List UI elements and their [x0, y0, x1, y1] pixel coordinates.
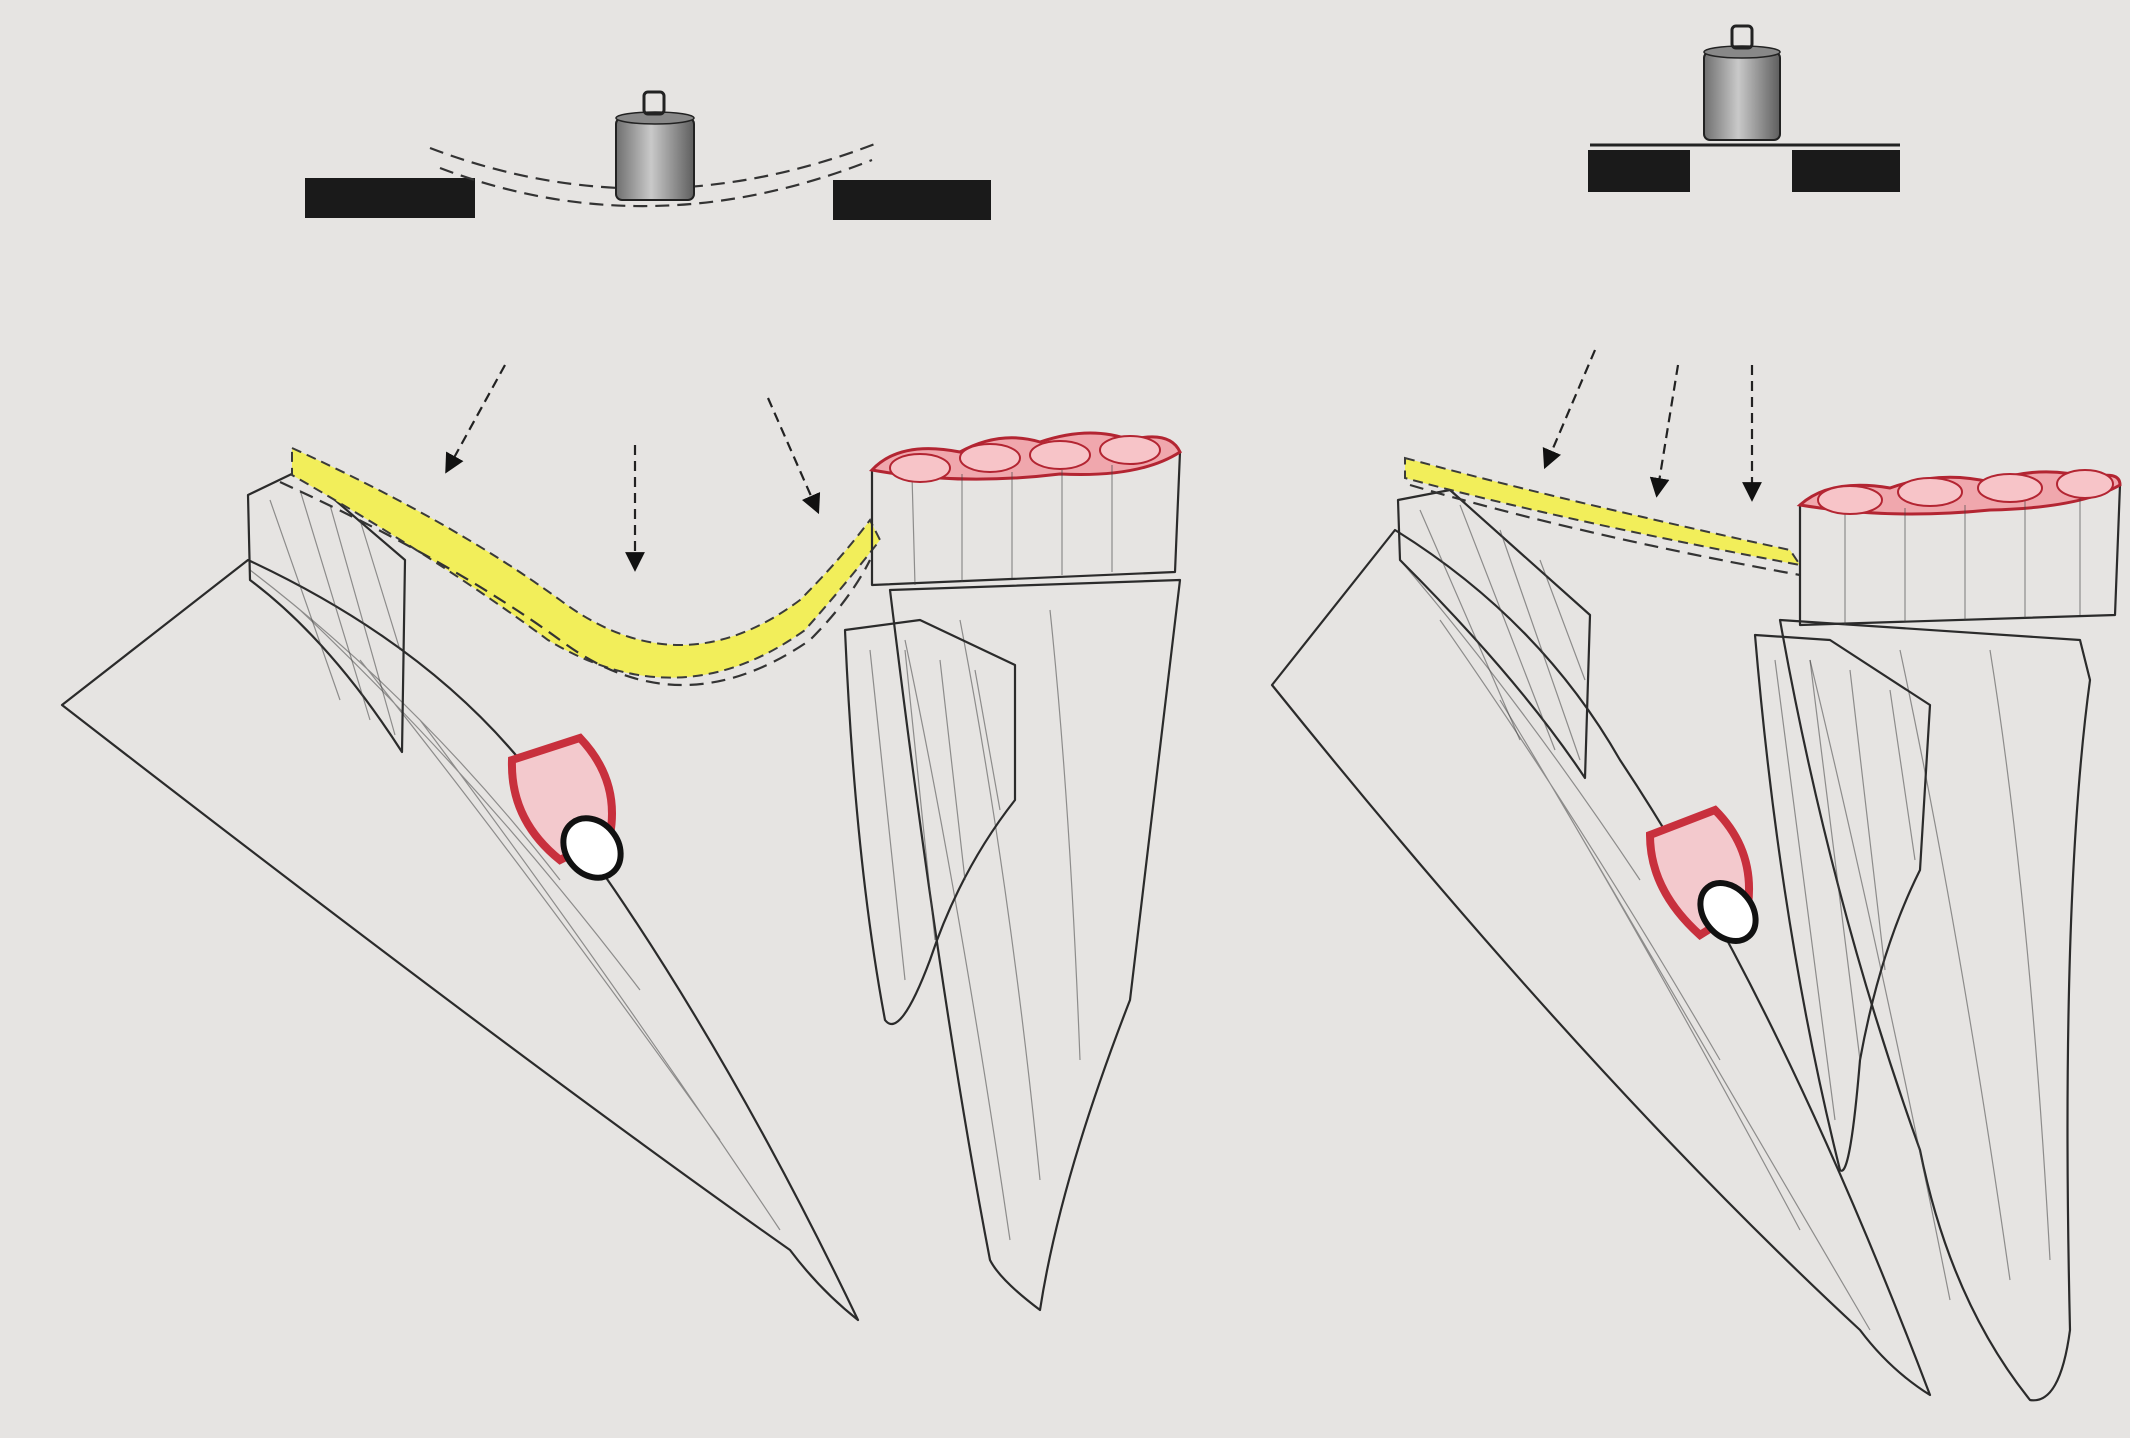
nerve-band	[1405, 458, 1800, 565]
arrow-icon	[1548, 350, 1595, 460]
right-schematic	[1588, 26, 1900, 192]
right-fascia-sheet	[890, 580, 1180, 1310]
right-fascia-sheet	[1780, 620, 2090, 1400]
support-bar-icon	[1588, 150, 1690, 192]
left-fascia-sheet	[1272, 530, 1930, 1395]
left-fascia-sheet	[62, 560, 858, 1320]
nerve-band	[292, 448, 880, 678]
weight-icon	[1704, 26, 1780, 140]
support-bar-icon	[833, 180, 991, 220]
vessel	[512, 738, 633, 889]
left-panel	[62, 92, 1180, 1320]
muscle-bundle	[1800, 470, 2120, 625]
arrow-icon	[450, 365, 505, 465]
right-muscle	[845, 620, 1015, 1024]
support-bar-icon	[1792, 150, 1900, 192]
left-muscle	[1398, 490, 1590, 778]
arrow-icon	[768, 398, 815, 505]
arrow-icon	[1658, 365, 1678, 488]
muscle-bundle	[872, 433, 1180, 585]
right-panel	[1272, 26, 2120, 1400]
weight-icon	[616, 92, 694, 200]
support-bar-icon	[305, 178, 475, 218]
vessel	[1650, 810, 1767, 952]
left-schematic	[305, 92, 991, 220]
